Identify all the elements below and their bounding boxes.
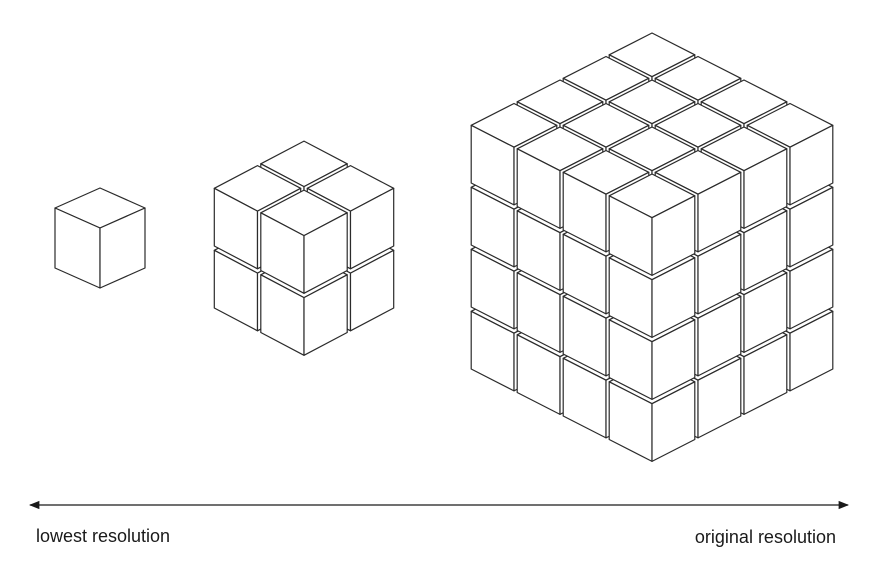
cube-stack-level-1 — [54, 187, 146, 289]
cube-stack-level-3 — [470, 32, 834, 462]
unit-cube — [260, 189, 348, 294]
cube-right-face — [303, 212, 348, 294]
cube-right-face — [651, 257, 696, 338]
cube-right-face — [789, 186, 834, 268]
cube-right-face — [651, 195, 696, 276]
cube-right-face — [789, 124, 834, 206]
cube-right-face — [697, 357, 742, 439]
cube-right-face — [349, 187, 395, 270]
cube-right-face — [697, 295, 742, 377]
cubes-layer — [54, 32, 834, 462]
cube-right-face — [789, 310, 834, 392]
original-resolution-label: original resolution — [694, 527, 836, 547]
cube-right-face — [743, 334, 788, 415]
cube-right-face — [697, 171, 742, 253]
cube-right-face — [99, 207, 146, 289]
unit-cube — [54, 187, 146, 289]
cube-right-face — [743, 272, 788, 353]
cube-right-face — [743, 148, 788, 229]
cube-right-face — [651, 381, 696, 462]
cube-right-face — [697, 233, 742, 315]
cube-right-face — [349, 249, 395, 332]
cube-right-face — [743, 210, 788, 291]
unit-cube — [608, 173, 696, 276]
cube-right-face — [789, 248, 834, 330]
cube-right-face — [651, 319, 696, 400]
cube-stack-level-2 — [213, 140, 395, 356]
cube-right-face — [303, 274, 348, 356]
lowest-resolution-label: lowest resolution — [36, 526, 171, 546]
